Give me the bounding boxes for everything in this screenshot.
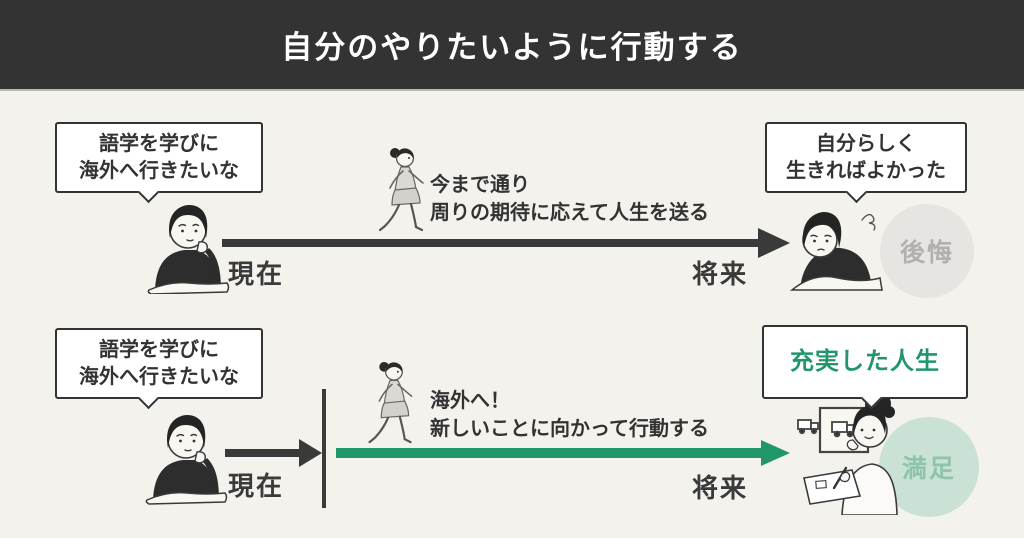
timeline-arrow-conform	[222, 228, 790, 258]
caption-line: 新しいことに向かって行動する	[430, 417, 709, 440]
thought-line: 語学を学びに	[99, 133, 219, 156]
thinking-woman-illustration	[147, 205, 230, 294]
drawing-satisfied-woman-illustration	[797, 391, 898, 515]
thought-bubble-conform: 語学を学びに 海外へ行きたいな	[55, 122, 263, 204]
outcome-line: 充実した人生	[790, 348, 940, 376]
bubble-tail	[137, 387, 160, 410]
bubble-tail	[137, 181, 160, 204]
thought-bubble-act: 語学を学びに 海外へ行きたいな	[55, 328, 263, 410]
arrow-shaft	[336, 448, 762, 458]
caption-line: 周りの期待に応えて人生を送る	[430, 201, 709, 224]
title-bar: 自分のやりたいように行動する	[0, 0, 1024, 89]
arrow-head-icon	[758, 228, 790, 258]
arrow-head-icon	[761, 440, 790, 466]
outcome-bubble-conform: 自分らしく 生きればよかった	[765, 122, 967, 204]
page-title: 自分のやりたいように行動する	[281, 30, 743, 65]
outcome-line: 生きればよかった	[786, 159, 946, 182]
thought-line: 海外へ行きたいな	[79, 365, 239, 388]
decision-divider-line	[322, 389, 326, 508]
thinking-woman-illustration	[145, 415, 228, 505]
walking-woman-illustration	[378, 148, 424, 232]
timeline-arrow-act	[336, 440, 790, 466]
bubble-tail	[845, 181, 868, 204]
present-arrow-act	[225, 439, 322, 467]
regret-badge: 後悔	[880, 204, 974, 298]
walking-woman-illustration	[368, 361, 413, 444]
outcome-line: 自分らしく	[816, 133, 916, 156]
path-caption-conform: 今まで通り 周りの期待に応えて人生を送る	[430, 172, 709, 227]
caption-line: 海外へ！	[430, 390, 510, 412]
present-label-act: 現在	[228, 471, 285, 501]
slumped-regret-woman-illustration	[789, 212, 883, 291]
outcome-bubble-act: 充実した人生	[762, 325, 968, 410]
future-label-act: 将来	[692, 473, 749, 503]
arrow-head-icon	[299, 439, 322, 467]
path-caption-act: 海外へ！ 新しいことに向かって行動する	[430, 388, 709, 443]
caption-line: 今まで通り	[430, 174, 530, 196]
future-label-conform: 将来	[692, 259, 749, 289]
thought-line: 海外へ行きたいな	[79, 159, 239, 182]
arrow-shaft	[222, 239, 760, 247]
present-label-conform: 現在	[228, 259, 285, 289]
arrow-shaft	[225, 449, 301, 457]
thought-line: 語学を学びに	[99, 339, 219, 362]
